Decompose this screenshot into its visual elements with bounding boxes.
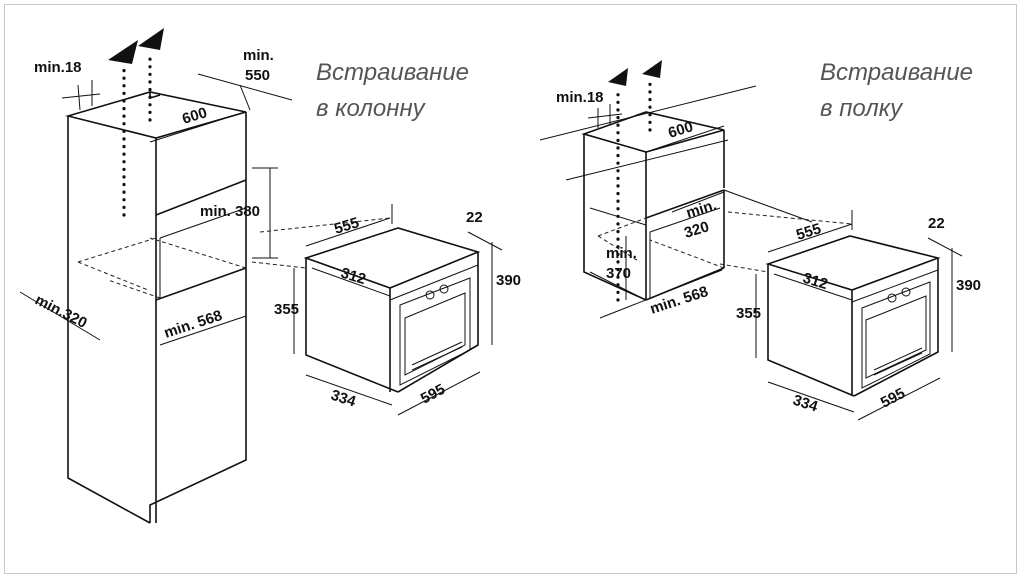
- label-22: 22: [466, 209, 483, 226]
- label-min380: min. 380: [200, 203, 260, 220]
- title-shelf-line2: в полку: [820, 95, 904, 122]
- label-595: 595: [418, 381, 448, 408]
- oven-right-labels: 555 312 22 390 355 334 595: [736, 215, 981, 416]
- oven-left-labels: 555 312 22 390 355 334 595: [274, 209, 521, 411]
- label-width-600-shelf: 600: [666, 118, 695, 142]
- ventilation-arrow-icon: [108, 28, 164, 217]
- label-555-right: 555: [794, 220, 823, 244]
- label-334: 334: [329, 387, 359, 411]
- oven-left: [303, 227, 481, 393]
- label-width-600: 600: [180, 104, 209, 128]
- label-355-right: 355: [736, 305, 761, 322]
- left-dimension-lines: [19, 73, 293, 346]
- diagram-frame: [4, 4, 1017, 574]
- oven-right-dimensions: [719, 210, 963, 421]
- ventilation-arrow-icon: [608, 60, 662, 302]
- label-555: 555: [332, 214, 361, 238]
- label-390: 390: [496, 272, 521, 289]
- label-312-right: 312: [801, 270, 830, 294]
- label-min568: min. 568: [162, 307, 224, 342]
- oven-left-dimensions: [251, 204, 503, 416]
- label-min18: min.18: [34, 59, 82, 76]
- label-355: 355: [274, 301, 299, 318]
- shelf-cabinet: [539, 85, 813, 319]
- oven-right: [765, 235, 941, 397]
- label-min568-shelf: min. 568: [648, 283, 710, 318]
- column-cabinet: [64, 91, 247, 524]
- label-min320-shelf-line2: 320: [682, 218, 711, 242]
- label-390-right: 390: [956, 277, 981, 294]
- label-min18-shelf: min.18: [556, 89, 604, 106]
- label-334-right: 334: [791, 392, 821, 416]
- label-min370-line1: min.: [606, 245, 637, 262]
- label-min550-line2: 550: [245, 67, 270, 84]
- label-min320-shelf-line1: min.: [684, 197, 718, 222]
- title-column-line2: в колонну: [316, 95, 427, 122]
- label-312: 312: [339, 265, 368, 289]
- label-min320: min.320: [32, 291, 90, 332]
- right-dimension-lines: [587, 104, 725, 300]
- label-min550-line1: min.: [243, 47, 274, 64]
- label-22-right: 22: [928, 215, 945, 232]
- title-column-line1: Встраивание: [316, 59, 469, 86]
- label-min370-line2: 370: [606, 265, 631, 282]
- title-shelf-line1: Встраивание: [820, 59, 973, 86]
